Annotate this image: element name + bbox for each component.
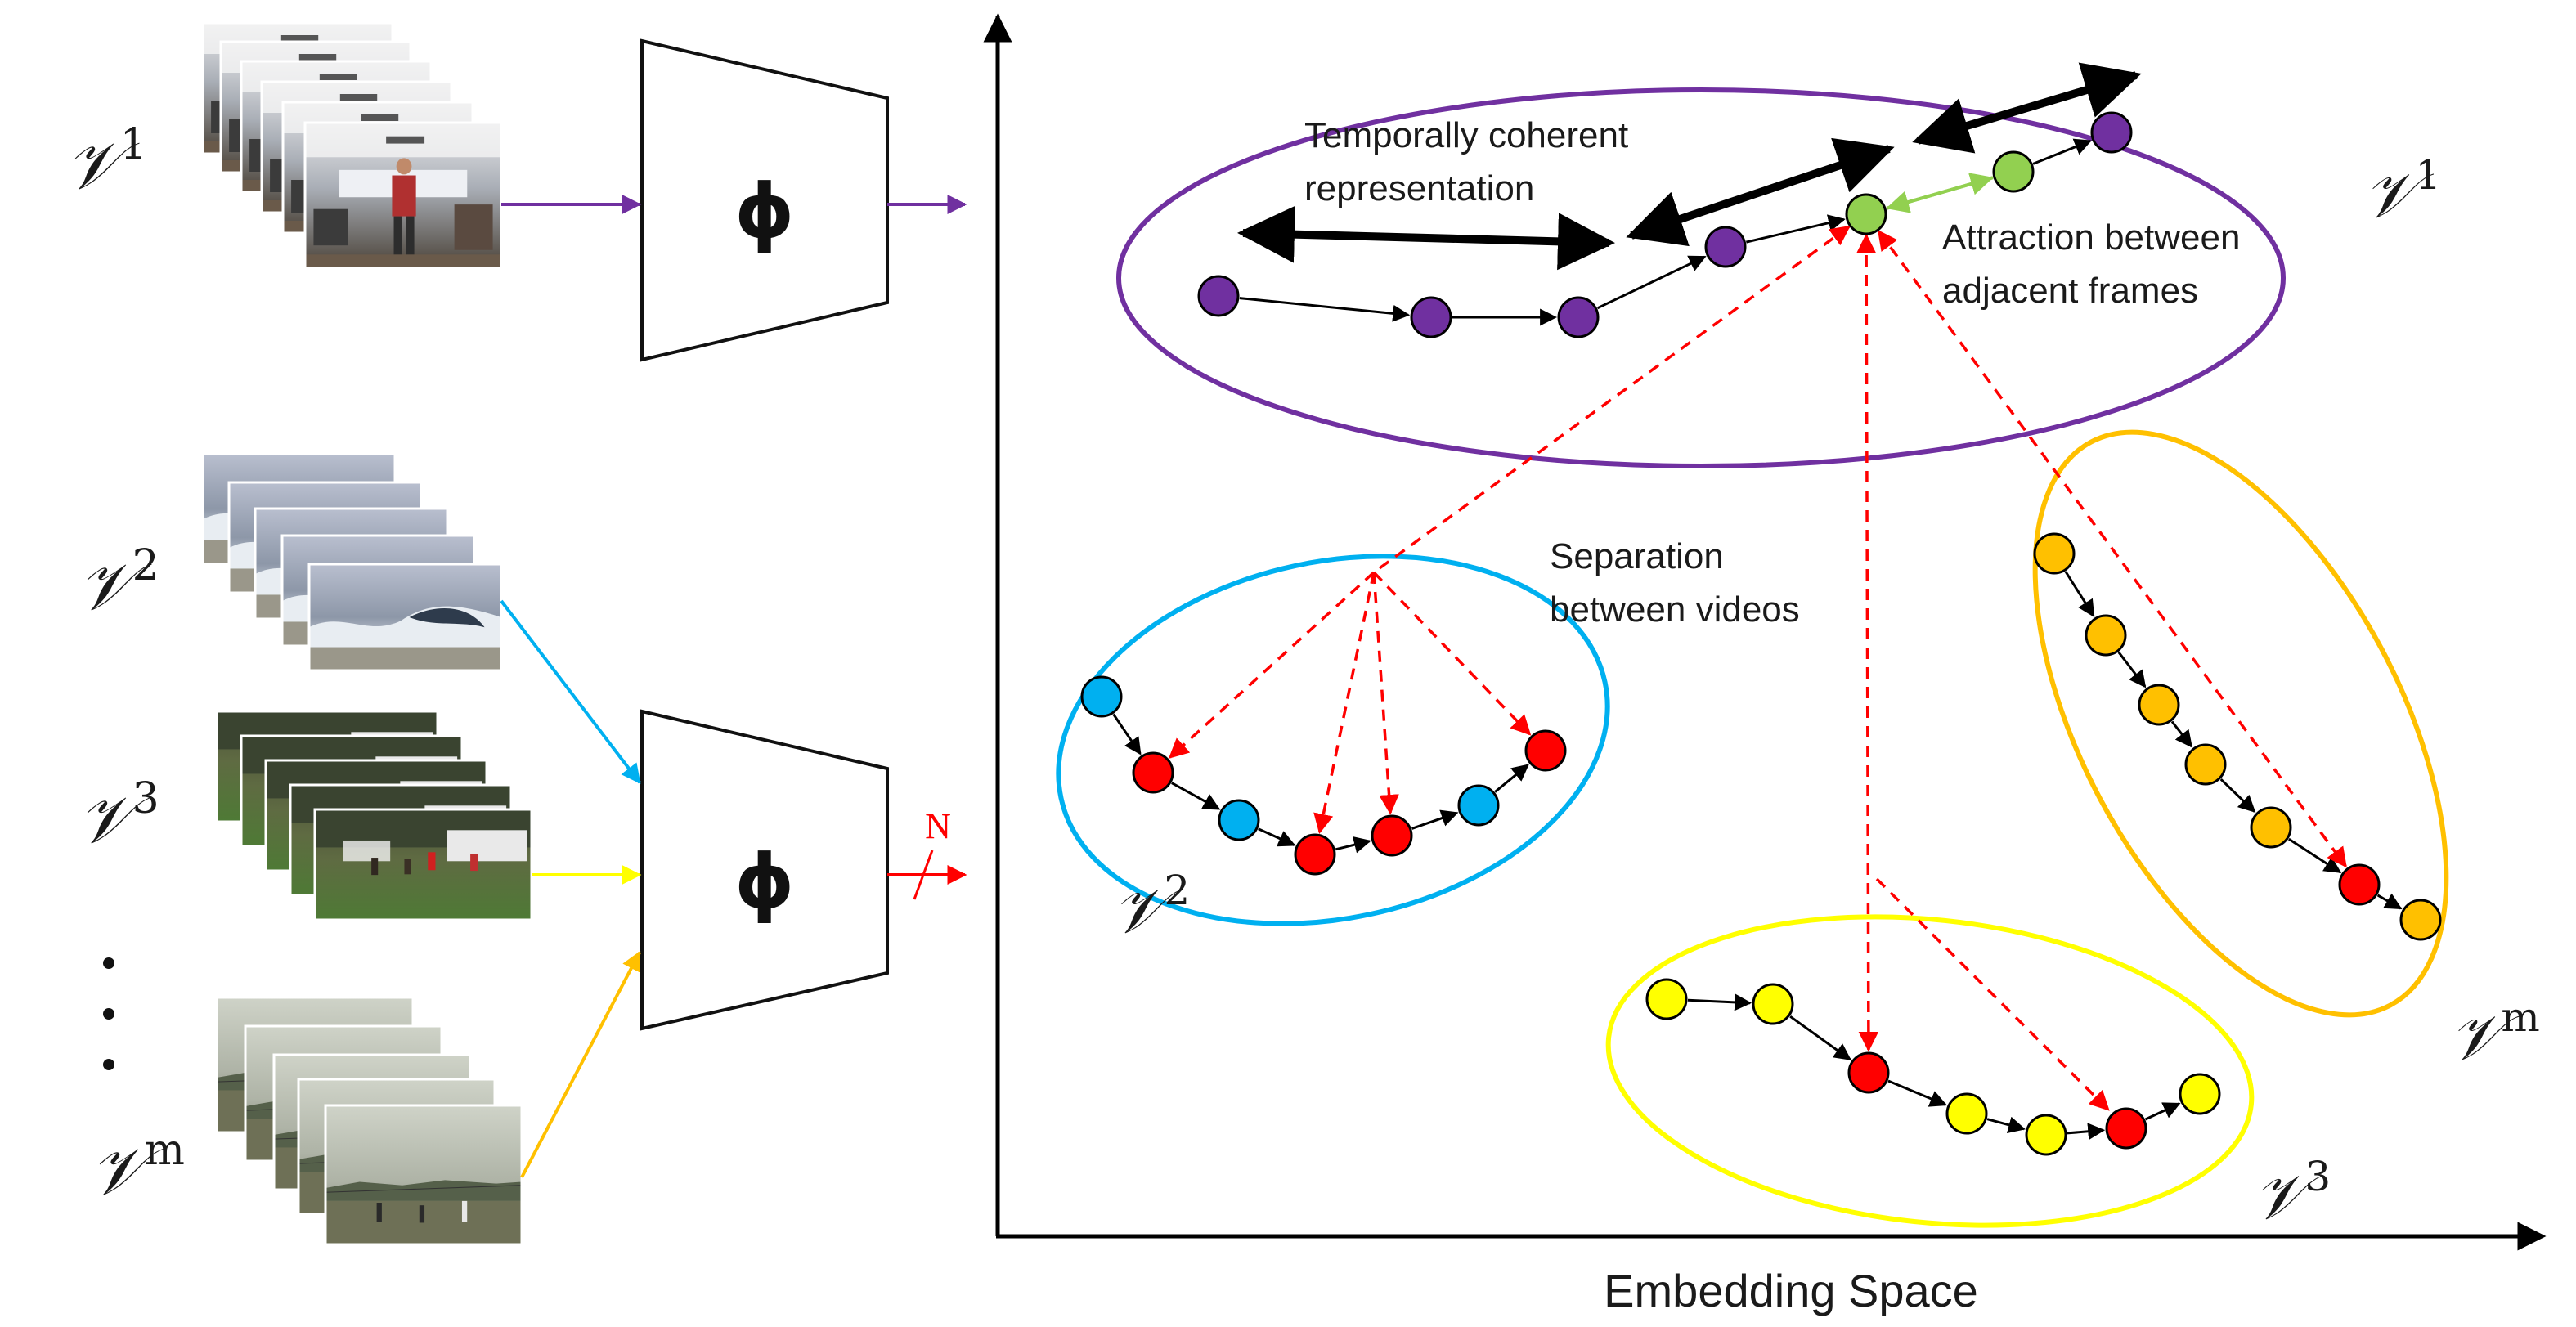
frame-node-v2-4: [1294, 833, 1336, 876]
cluster-v3: [1605, 914, 2255, 1228]
trajectory-edge-v1: [1745, 214, 1846, 244]
frame-node-vm-5: [2250, 806, 2292, 849]
label-vm-left: 𝒱m: [90, 1126, 185, 1209]
frame-node-v2-5: [1371, 814, 1413, 857]
separation-line-v2: [1372, 571, 1532, 736]
frame-node-v2-6: [1457, 784, 1500, 827]
encoder-bottom: ϕ: [640, 709, 889, 1031]
encoder-top-label: ϕ: [734, 168, 794, 255]
frame-node-v3-2: [1752, 983, 1794, 1025]
video-stack-vm: [215, 996, 523, 1246]
trajectory-edge-v3: [1986, 1116, 2026, 1133]
frame-node-v3-3: [1847, 1051, 1890, 1094]
frame-node-vm-7: [2399, 899, 2442, 941]
frame-embeddings: [1080, 111, 2442, 1156]
frame-node-vm-1: [2033, 532, 2076, 575]
trajectory-edge-vm: [2064, 571, 2095, 618]
label-v3-left: 𝒱3: [78, 774, 159, 858]
frame-node-v3-7: [2179, 1073, 2221, 1115]
annotation-separation-2: between videos: [1550, 590, 1800, 630]
label-v3-cluster: 𝒱3: [2253, 1153, 2331, 1233]
frame-node-v2-3: [1218, 799, 1260, 841]
trajectory-edge-vm: [2219, 778, 2256, 814]
trajectory-edge-v1: [2032, 138, 2092, 165]
annotation-attraction-1: Attraction between: [1942, 217, 2240, 258]
trajectory-edge-v3: [1789, 1015, 1851, 1060]
trajectory-edge-v2: [1494, 764, 1529, 793]
separation-line-v3: [1856, 233, 1879, 1052]
frame-node-vm-4: [2184, 743, 2227, 786]
annotation-temporal-2: representation: [1304, 168, 1534, 208]
video-stack-v3: [215, 710, 533, 921]
trajectory-edge-v2: [1258, 827, 1296, 847]
trajectory-edge-v3: [2144, 1102, 2181, 1121]
trajectory-edge-v2: [1411, 809, 1459, 830]
label-v2-cluster: 𝒱2: [1112, 867, 1190, 947]
separation-line-vm: [1877, 229, 2347, 868]
annotation-attraction-2: adjacent frames: [1942, 271, 2198, 311]
video-stack-v1: [201, 21, 503, 270]
trajectory-edge-v3: [1687, 993, 1752, 1011]
trajectory-edge-v2: [1171, 782, 1221, 810]
frame-node-vm-3: [2138, 684, 2180, 726]
video-stack-v2: [201, 452, 503, 672]
vertical-ellipsis: [103, 957, 114, 1070]
cluster-v2: [1056, 554, 1610, 926]
input-arrows: N: [500, 195, 967, 1178]
frame-node-v1-7: [2090, 111, 2133, 154]
label-v1-left: 𝒱1: [65, 120, 147, 204]
encoder-bottom-label: ϕ: [734, 838, 794, 926]
frame-node-vm-2: [2085, 614, 2127, 657]
trajectory-edge-vm: [2117, 651, 2147, 688]
trajectory-edge-vm: [2170, 720, 2193, 748]
frame-node-v2-7: [1524, 729, 1567, 772]
separation-line-v2: [1313, 572, 1376, 834]
attraction-edge: [1886, 176, 1994, 213]
frame-node-v3-6: [2105, 1107, 2147, 1150]
temporal-coherence-arrows: [1237, 62, 2142, 271]
trajectory-edge-vm: [2288, 837, 2342, 874]
trajectory-edge-vm: [2376, 893, 2403, 910]
trajectory-edge-v3: [1887, 1079, 1948, 1107]
frame-node-v1-6: [1992, 150, 2035, 193]
frame-node-v2-1: [1080, 675, 1123, 718]
frame-node-v1-5: [1845, 193, 1887, 235]
embedding-axes: [983, 13, 2547, 1251]
frame-node-v1-3: [1557, 296, 1600, 338]
batch-size-label: N: [925, 806, 951, 846]
separation-line-to-v2: [1372, 225, 1851, 574]
frame-node-v2-2: [1132, 751, 1174, 794]
label-vm-cluster: 𝒱m: [2449, 993, 2540, 1074]
frame-node-vm-6: [2338, 863, 2381, 906]
trajectory-edge-v1: [1596, 255, 1707, 310]
trajectory-edge-v2: [1335, 836, 1371, 854]
frame-node-v1-4: [1704, 226, 1747, 268]
frame-node-v1-1: [1197, 275, 1240, 317]
frame-node-v3-5: [2025, 1114, 2067, 1156]
trajectory-edge-v3: [2067, 1123, 2106, 1141]
trajectory-edges: [1112, 138, 2403, 1141]
separation-line-v2: [1168, 571, 1376, 759]
frame-node-v3-4: [1945, 1092, 1988, 1135]
separation-line-v3-b: [1875, 877, 2110, 1111]
separation-lines: [1168, 225, 2347, 1111]
frame-node-v3-1: [1645, 978, 1688, 1020]
trajectory-edge-v2: [1112, 713, 1142, 755]
annotation-separation-1: Separation: [1550, 536, 1724, 576]
label-v2-left: 𝒱2: [78, 541, 159, 625]
label-v1-cluster: 𝒱1: [2363, 151, 2441, 231]
annotation-temporal-1: Temporally coherent: [1304, 115, 1628, 155]
encoder-top: ϕ: [640, 38, 889, 362]
axis-label: Embedding Space: [1604, 1265, 1978, 1316]
separation-line-v2: [1372, 572, 1399, 815]
trajectory-edge-v1: [1239, 297, 1411, 322]
frame-node-v1-2: [1410, 296, 1452, 338]
